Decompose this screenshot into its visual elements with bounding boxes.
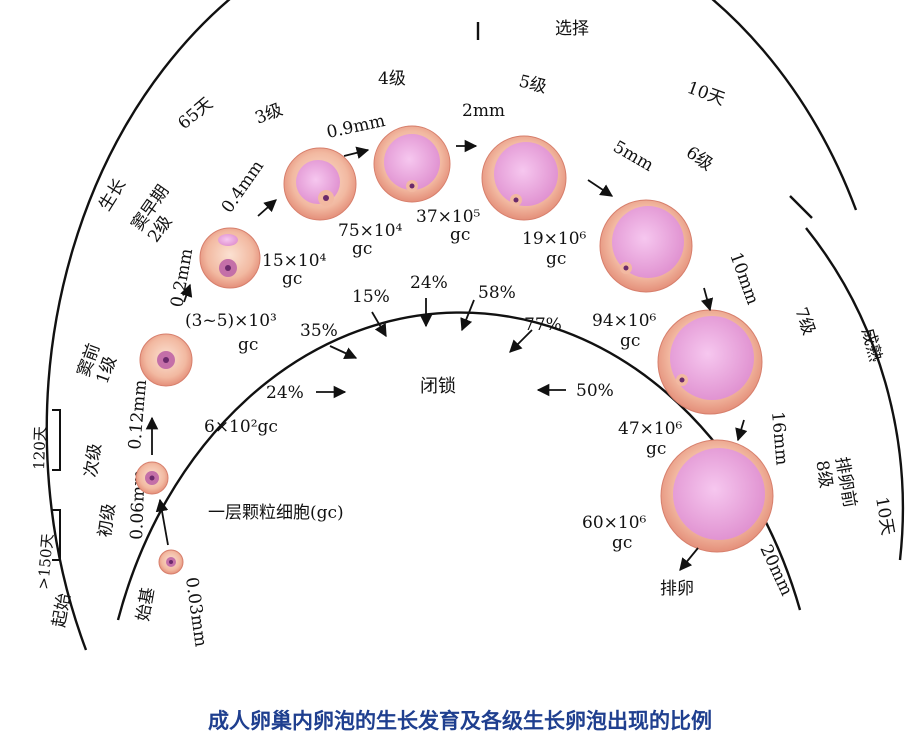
gc-count-3: 75×10⁴ [338, 221, 403, 241]
gc-count-8: 60×10⁶ [582, 513, 647, 533]
follicle-primordial [158, 549, 184, 575]
follicle-grade-7 [657, 309, 763, 415]
label-growth: 生长 [95, 175, 130, 214]
center-atresia-label: 闭锁 [420, 376, 456, 397]
label-primary: 初级 [95, 502, 120, 538]
ovulation-label: 排卵 [660, 579, 694, 599]
atresia-arrow-6 [509, 329, 533, 353]
granulosa-label: 一层颗粒细胞(gc) [208, 503, 344, 523]
arrow-7 [587, 179, 614, 197]
size-20mm: 20mm [755, 542, 796, 599]
label-grade-7: 7级 [790, 305, 818, 338]
size-16mm: 16mm [767, 411, 792, 466]
gc-label-3: gc [352, 239, 372, 259]
gc-label-1: gc [238, 335, 258, 355]
label-initiation: 起始 [49, 592, 75, 629]
percent-15: 15% [352, 287, 390, 307]
left-bracket [52, 409, 61, 471]
gc-label-6: gc [620, 331, 640, 351]
label-secondary: 次级 [81, 442, 106, 478]
size-2mm: 2mm [462, 101, 505, 121]
left-bracket-2 [52, 509, 61, 561]
follicle-grade-8 [660, 439, 774, 553]
percent-77: 77% [524, 315, 562, 335]
label-initiation-days: >150天 [34, 533, 57, 591]
label-grade-6: 6级 [682, 143, 716, 175]
size-0.12mm: 0.12mm [125, 379, 151, 451]
label-grade-4: 4级 [378, 69, 406, 89]
label-preantral-1: 窦前1级 [74, 341, 123, 387]
arrow-ovulation [679, 547, 699, 571]
gc-label-4: gc [450, 225, 470, 245]
gc-count-1: (3~5)×10³ [185, 311, 277, 331]
gc-count-low: 6×10²gc [204, 417, 278, 437]
gc-count-5: 19×10⁶ [522, 229, 587, 249]
label-grade-5: 5级 [517, 71, 549, 97]
label-growth-days: 65天 [174, 94, 216, 134]
percent-35: 35% [300, 321, 338, 341]
arrow-4 [257, 199, 277, 217]
label-selection: 选择 [555, 19, 589, 39]
percent-58: 58% [478, 283, 516, 303]
follicle-grade-2 [199, 227, 261, 289]
percent-50: 50% [576, 381, 614, 401]
label-primordial: 始基 [133, 586, 159, 623]
gc-label-2: gc [282, 269, 302, 289]
percent-24-left: 24% [266, 383, 304, 403]
figure-title: 成人卵巢内卵泡的生长发育及各级生长卵泡出现的比例 [208, 709, 712, 733]
label-preovulatory-8: 排卵前8级 [811, 455, 859, 512]
arrow-1 [155, 498, 169, 546]
label-120-days: 120天 [30, 426, 50, 470]
atresia-arrow-5 [460, 299, 475, 332]
follicle-grade-3 [283, 147, 357, 221]
size-0.9mm: 0.9mm [325, 111, 387, 143]
size-5mm: 5mm [610, 137, 657, 176]
follicle-grade-4 [373, 125, 451, 203]
gc-count-2: 15×10⁴ [262, 251, 327, 271]
gc-label-5: gc [546, 249, 566, 269]
atresia-arrow-2 [329, 345, 358, 359]
outer-phase-arc [45, 0, 858, 651]
size-0.2mm: 0.2mm [167, 247, 197, 309]
arrow-5 [343, 146, 370, 159]
gc-count-4: 37×10⁵ [416, 207, 481, 227]
follicle-grade-6 [599, 199, 693, 293]
arrow-8 [700, 287, 714, 312]
label-maturation: 成熟 [857, 326, 886, 364]
follicle-preantral [139, 333, 193, 387]
size-10mm: 10mm [725, 250, 762, 307]
gc-count-7: 47×10⁶ [618, 419, 683, 439]
maturation-arc [805, 227, 905, 561]
gc-count-6: 94×10⁶ [592, 311, 657, 331]
arc-tick-right [789, 195, 813, 219]
size-0.03mm: 0.03mm [181, 576, 211, 648]
follicle-grade-5 [481, 135, 567, 221]
arrow-9 [735, 419, 748, 442]
label-early-antral-2: 窦早期2级 [128, 182, 190, 247]
arrow-3 [180, 283, 193, 303]
percent-24-top: 24% [410, 273, 448, 293]
gc-label-8: gc [612, 533, 632, 553]
atresia-arrow-3 [371, 311, 387, 338]
label-maturation-days: 10天 [871, 495, 897, 537]
size-0.4mm: 0.4mm [218, 157, 268, 217]
follicle-primary [135, 461, 169, 495]
label-grade-3: 3级 [252, 100, 285, 129]
label-selection-days: 10天 [684, 78, 727, 110]
gc-label-7: gc [646, 439, 666, 459]
